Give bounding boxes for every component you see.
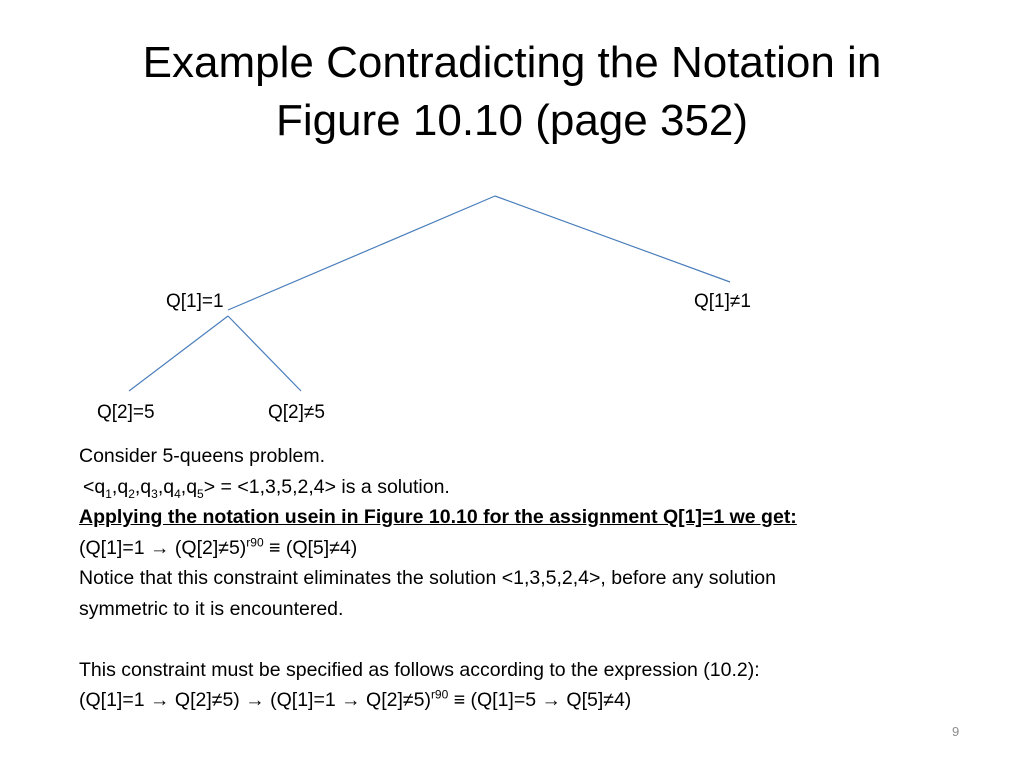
tree-edge-root-right: [494, 195, 731, 283]
tree-edge-left-right: [227, 315, 302, 392]
tree-edge-left-left: [128, 315, 229, 392]
tree-node-q2-neq-5: Q[2]≠5: [268, 402, 325, 423]
tree-edge-root-left: [227, 195, 496, 311]
body-line-constraint: (Q[1]=1 → (Q[2]≠5)r90 ≡ (Q[5]≠4): [79, 535, 358, 559]
body-line-notice-cont: symmetric to it is encountered.: [79, 597, 344, 620]
tree-node-q1-neq-1: Q[1]≠1: [694, 291, 751, 312]
body-line-problem: Consider 5-queens problem.: [79, 445, 326, 467]
body-spacer: [79, 624, 984, 655]
body-line-heading: Applying the notation usein in Figure 10…: [79, 506, 797, 528]
body-line-expression: (Q[1]=1 → Q[2]≠5) → (Q[1]=1 → Q[2]≠5)r90…: [79, 687, 632, 712]
slide-body: Consider 5-queens problem. <q1,q2,q3,q4,…: [79, 441, 984, 716]
body-line-specify: This constraint must be specified as fol…: [79, 658, 760, 681]
tree-node-q2-eq-5: Q[2]=5: [97, 402, 155, 423]
title-line-1: Example Contradicting the Notation in: [142, 38, 882, 87]
tree-node-q1-eq-1: Q[1]=1: [166, 291, 224, 312]
title-line-2: Figure 10.10 (page 352): [275, 96, 749, 145]
search-tree-diagram: [128, 195, 731, 392]
slide-title: Example Contradicting the Notation in Fi…: [40, 34, 984, 150]
page-number: 9: [952, 724, 960, 739]
body-line-notice: Notice that this constraint eliminates t…: [79, 567, 777, 589]
body-line-solution: <q1,q2,q3,q4,q5> = <1,3,5,2,4> is a solu…: [83, 475, 450, 501]
